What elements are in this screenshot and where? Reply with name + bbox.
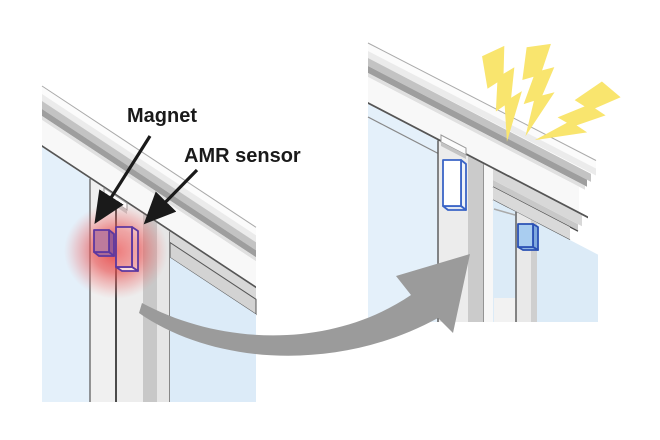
- frame-band: [42, 116, 256, 262]
- lightning-bolt-icon: [534, 81, 621, 141]
- glazing-line: [367, 116, 439, 154]
- magnet-label-arrow: [94, 135, 152, 225]
- transition-curved-arrow-icon: [139, 254, 470, 356]
- frame-band: [42, 101, 256, 251]
- frame-band: [368, 51, 596, 176]
- magnet-front-face: [517, 223, 534, 248]
- glass-pane: [42, 147, 90, 402]
- glass-pane: [368, 104, 438, 322]
- frame-band: [368, 102, 588, 219]
- frame-band: [368, 73, 585, 190]
- frame-band: [42, 86, 256, 236]
- amr-sensor-label: AMR sensor: [184, 145, 301, 167]
- frame-band: [42, 94, 256, 243]
- amr-label-arrow: [143, 168, 199, 225]
- frame-sliver: [484, 164, 493, 322]
- stile-side-face: [468, 156, 484, 322]
- glazing-line: [493, 208, 516, 216]
- open-gap: [494, 298, 517, 322]
- magnet-label: Magnet: [127, 105, 197, 127]
- frame-band: [368, 58, 591, 182]
- alarm-lightning-icon: [482, 43, 621, 142]
- lightning-bolt-icon: [522, 43, 555, 137]
- track-band: [493, 180, 578, 232]
- frame-band: [368, 43, 596, 169]
- head-frame: [367, 42, 597, 219]
- magnet-left: [93, 229, 115, 257]
- bracket-shadow: [441, 142, 466, 159]
- amr-sensor-right: [442, 159, 467, 211]
- amr-sensor-left: [115, 226, 139, 272]
- sensor-front-face: [442, 159, 462, 207]
- frame-band: [42, 109, 256, 258]
- frame-edge-line: [367, 42, 597, 161]
- sensor-front-face: [115, 226, 133, 268]
- frame-edge-line: [41, 85, 257, 228]
- frame-depth-band: [493, 169, 582, 227]
- magnet-right: [517, 223, 539, 251]
- frame-band: [368, 77, 579, 212]
- lightning-bolt-icon: [482, 45, 522, 142]
- roller-bracket: [440, 134, 467, 159]
- frame-depth-band: [170, 231, 256, 300]
- frame-band: [368, 66, 587, 187]
- sash-top-rail: [493, 187, 570, 240]
- magnet-front-face: [93, 229, 110, 253]
